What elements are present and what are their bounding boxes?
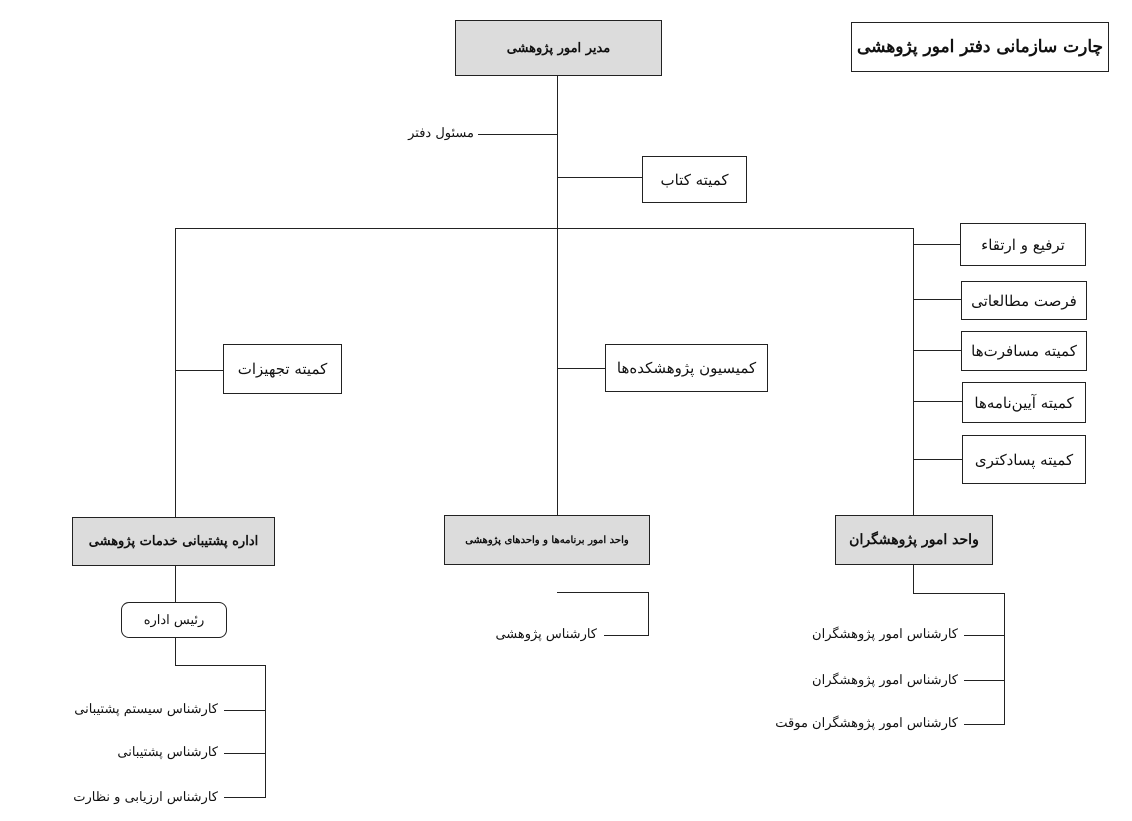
- left-branch-line: [175, 228, 176, 518]
- support-staff-bracket: [265, 665, 266, 798]
- office-officer-connector: [478, 134, 558, 135]
- researchers-staff-top-line: [913, 593, 1004, 594]
- researchers-staff-2-label: کارشناس امور پژوهشگران: [812, 673, 958, 688]
- programs-unit-box: واحد امور برنامه‌ها و واحدهای پژوهشی: [444, 515, 650, 565]
- right-branch-line: [913, 228, 914, 516]
- researchers-staff-1-label: کارشناس امور پژوهشگران: [812, 627, 958, 642]
- support-staff-2-connector: [224, 753, 265, 754]
- equipment-committee-connector: [175, 370, 223, 371]
- programs-staff-research-label: کارشناس پژوهشی: [495, 627, 597, 642]
- chart-title: چارت سازمانی دفتر امور پژوهشی: [851, 22, 1109, 72]
- regulations-committee-box: کمیته آیین‌نامه‌ها: [962, 382, 1086, 423]
- middle-branch-line: [557, 228, 558, 516]
- book-committee-connector: [557, 177, 643, 178]
- researchers-staff-bracket: [1004, 593, 1005, 725]
- researchers-staff-1-connector: [964, 635, 1005, 636]
- support-staff-1-connector: [224, 710, 265, 711]
- support-staff-3-connector: [224, 797, 265, 798]
- programs-staff-bracket: [648, 592, 649, 636]
- support-dept-box: اداره پشتیبانی خدمات پژوهشی: [72, 517, 275, 566]
- support-staff-general-label: کارشناس پشتیبانی: [117, 745, 218, 760]
- promotion-connector: [913, 244, 961, 245]
- researchers-staff-line: [913, 565, 914, 594]
- director-box: مدیر امور پژوهشی: [455, 20, 662, 76]
- researchers-staff-temp-label: کارشناس امور پژوهشگران موقت: [775, 716, 958, 731]
- office-officer-label: مسئول دفتر: [408, 126, 474, 141]
- researchers-staff-2-connector: [964, 680, 1005, 681]
- promotion-committee-box: ترفیع و ارتقاء: [960, 223, 1086, 266]
- support-staff-evaluation-label: کارشناس ارزیابی و نظارت: [73, 790, 218, 805]
- support-staff-system-label: کارشناس سیستم پشتیبانی: [74, 702, 218, 717]
- travel-connector: [913, 350, 962, 351]
- regulations-connector: [913, 401, 962, 402]
- programs-staff-connector: [604, 635, 649, 636]
- postdoc-committee-box: کمیته پسادکتری: [962, 435, 1086, 484]
- book-committee-box: کمیته کتاب: [642, 156, 747, 203]
- director-trunk-line: [557, 76, 558, 229]
- sabbatical-committee-box: فرصت مطالعاتی: [961, 281, 1087, 320]
- equipment-committee-box: کمیته تجهیزات: [223, 344, 342, 394]
- programs-staff-top-line: [557, 592, 648, 593]
- sabbatical-connector: [913, 299, 962, 300]
- researchers-staff-3-connector: [964, 724, 1005, 725]
- researchers-unit-box: واحد امور پژوهشگران: [835, 515, 993, 565]
- research-institutes-commission-box: کمیسیون پژوهشکده‌ها: [605, 344, 768, 392]
- support-staff-top-line: [175, 665, 265, 666]
- commission-connector: [557, 368, 606, 369]
- main-horizontal-line: [175, 228, 914, 229]
- postdoc-connector: [913, 459, 962, 460]
- travel-committee-box: کمیته مسافرت‌ها: [961, 331, 1087, 371]
- support-head-box: رئیس اداره: [121, 602, 227, 638]
